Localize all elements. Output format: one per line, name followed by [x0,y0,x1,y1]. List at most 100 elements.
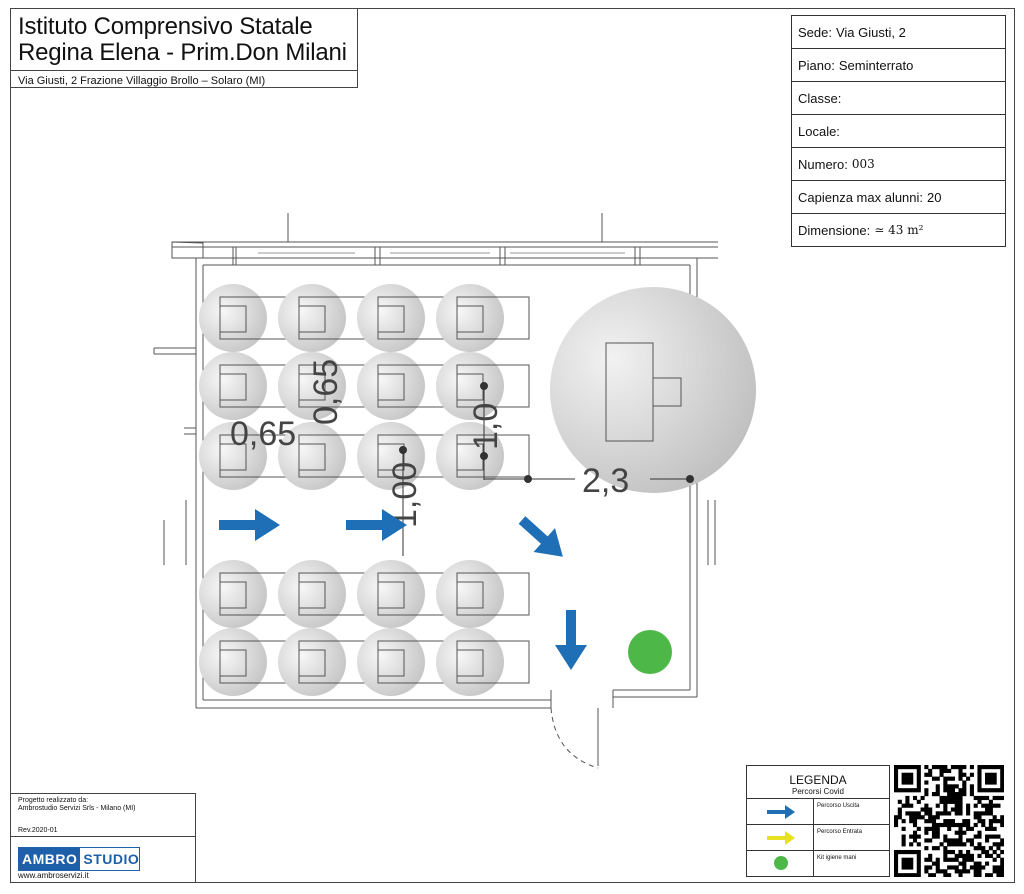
distance-circle [199,422,267,490]
legend-item-exit: Percorso Uscita [747,798,889,825]
distance-circle [199,284,267,352]
drawing-frame [10,8,1015,883]
distance-circle [436,628,504,696]
ambrostudio-logo: AMBRO STUDIO [18,847,140,871]
chair [456,649,484,677]
distance-circle [199,560,267,628]
student-desk [199,422,293,490]
student-desk [278,422,372,490]
distance-circle [357,284,425,352]
dimension-label-065-horizontal: 0,65 [230,415,296,453]
dimension-lines [399,382,694,556]
chair [219,373,247,401]
info-row-sede: Sede:Via Giusti, 2 [792,16,1005,49]
teacher-chair [652,377,682,407]
title-divider [10,70,358,71]
dimension-label-100-b: 1,0 [467,403,505,450]
distance-circle [436,422,504,490]
legend-item-entry: Percorso Entrata [747,824,889,851]
student-desk [436,352,530,420]
exit-arrow-down [555,610,587,670]
legend-box: LEGENDA Percorsi Covid Percorso Uscita P… [746,765,890,877]
website-link[interactable]: www.ambroservizi.it [18,871,89,880]
exit-arrow-diagonal [518,516,563,557]
credits-line2: Ambrostudio Servizi Srls - Milano (MI) [18,805,136,812]
info-row-piano: Piano:Seminterrato [792,49,1005,82]
credits-block: Progetto realizzato da: Ambrostudio Serv… [10,793,196,883]
exit-arrow-right-2 [346,509,407,541]
distance-circle [436,352,504,420]
room-info-table: Sede:Via Giusti, 2 Piano:Seminterrato Cl… [791,15,1006,247]
legend-item-hygiene: Kit igiene mani [747,850,889,877]
student-desk [199,628,293,696]
revision-label: Rev.2020-01 [18,827,58,834]
chair [219,305,247,333]
school-name-line1: Istituto Comprensivo Statale [18,13,313,40]
distance-circle [436,560,504,628]
distance-circle [278,422,346,490]
credits-divider [10,836,196,837]
qr-code-icon[interactable] [894,765,1004,877]
dimension-label-065-vertical: 0,65 [307,359,345,425]
legend-label-entry: Percorso Entrata [817,829,863,835]
chair [298,305,326,333]
info-row-numero: Numero:003 [792,148,1005,181]
distance-circle [357,628,425,696]
chair [377,305,405,333]
yellow-arrow-icon [767,831,795,845]
exit-arrow-right-1 [219,509,280,541]
student-desk [199,560,293,628]
distance-circle [199,352,267,420]
chair [298,373,326,401]
info-row-capienza: Capienza max alunni:20 [792,181,1005,214]
distance-circle [357,422,425,490]
info-row-classe: Classe: [792,82,1005,115]
blue-arrow-icon [767,805,795,819]
student-desk [278,352,372,420]
title-block: Istituto Comprensivo Statale Regina Elen… [10,8,358,88]
chair [456,581,484,609]
exit-route-arrows [219,509,587,670]
legend-label-exit: Percorso Uscita [817,803,860,809]
student-desk [278,628,372,696]
hygiene-kit-marker [628,630,672,674]
school-address: Via Giusti, 2 Frazione Villaggio Brollo … [18,75,266,87]
student-desk [436,284,530,352]
distance-circle [199,628,267,696]
info-row-locale: Locale: [792,115,1005,148]
student-desks [199,284,530,696]
chair [298,443,326,471]
chair [298,649,326,677]
distance-circle [357,560,425,628]
student-desk [436,628,530,696]
legend-subtitle: Percorsi Covid [791,787,844,796]
chair [219,581,247,609]
chair [456,305,484,333]
info-row-dimensione: Dimensione:≃ 43 m² [792,214,1005,247]
legend-title: LEGENDA [789,773,847,787]
school-name-line2: Regina Elena - Prim.Don Milani [18,39,347,66]
door-swing [550,707,599,769]
student-desk [436,560,530,628]
distance-circle [357,352,425,420]
green-dot-icon [774,856,788,870]
chair [219,443,247,471]
student-desk [278,560,372,628]
chair [219,649,247,677]
distance-circle [278,560,346,628]
chair [377,581,405,609]
dimension-label-23: 2,3 [582,462,629,500]
chair [377,373,405,401]
chair [298,581,326,609]
distance-circle [436,284,504,352]
logo-part-ambro: AMBRO [19,848,81,870]
distance-circle [278,628,346,696]
logo-part-studio: STUDIO [83,851,140,867]
credits-line1: Progetto realizzato da: [18,797,89,804]
student-desk [357,352,451,420]
distance-circle [278,352,346,420]
distance-circle [278,284,346,352]
chair [377,443,405,471]
legend-label-hygiene: Kit igiene mani [817,855,857,861]
